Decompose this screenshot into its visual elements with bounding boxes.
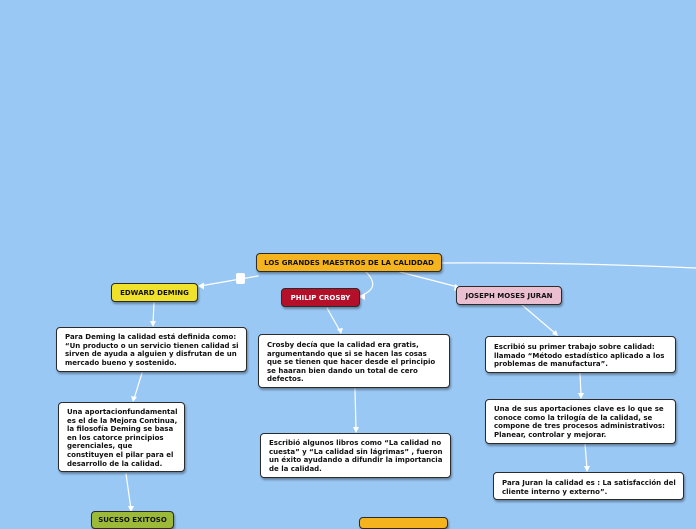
topic-edward-deming[interactable]: EDWARD DEMING bbox=[111, 283, 198, 302]
arrowhead-juran-note1 bbox=[552, 330, 558, 336]
link-root-juran bbox=[399, 271, 459, 288]
topic-joseph-moses-juran[interactable]: JOSEPH MOSES JURAN bbox=[456, 286, 562, 305]
deming-note-continuous-improvement[interactable]: Una aportacionfundamental es el de la Me… bbox=[58, 402, 185, 472]
link-root-offscreen bbox=[441, 262, 696, 269]
link-deming-success bbox=[125, 473, 132, 510]
link-root-deming bbox=[199, 275, 259, 287]
deming-note-definition[interactable]: Para Deming la calidad está definida com… bbox=[56, 327, 247, 372]
topic-suceso-exitoso-label: SUCESO EXITOSO bbox=[98, 516, 167, 524]
topic-edward-deming-label: EDWARD DEMING bbox=[120, 288, 189, 297]
juran-note-customer-satisfaction[interactable]: Para Juran la calidad es : La satisfacci… bbox=[493, 472, 684, 500]
link-juran-note1 bbox=[521, 304, 557, 335]
arrowhead-juran-note2 bbox=[578, 393, 584, 399]
crosby-note-quality-free[interactable]: Crosby decía que la calidad era gratis, … bbox=[258, 334, 450, 388]
offscreen-orange-topic[interactable] bbox=[359, 517, 448, 529]
arrowhead-deming bbox=[198, 282, 204, 290]
root-topic-label: LOS GRANDES MAESTROS DE LA CALIDDAD bbox=[264, 258, 434, 267]
link-root-crosby bbox=[359, 271, 374, 297]
topic-philip-crosby-label: PHILIP CROSBY bbox=[290, 293, 351, 302]
link-juran-note3 bbox=[584, 443, 588, 470]
link-juran-note2 bbox=[579, 372, 582, 397]
root-topic[interactable]: LOS GRANDES MAESTROS DE LA CALIDDAD bbox=[256, 253, 442, 272]
link-deming-note1 bbox=[152, 302, 155, 325]
topic-suceso-exitoso[interactable]: SUCESO EXITOSO bbox=[91, 511, 174, 529]
arrowhead-crosby-note1 bbox=[337, 328, 343, 334]
link-deming-note2 bbox=[133, 372, 143, 400]
arrowhead-juran-note3 bbox=[584, 466, 590, 472]
link-crosby-note1 bbox=[326, 307, 341, 332]
arrowhead-crosby-note2 bbox=[353, 427, 359, 433]
juran-note-first-work[interactable]: Escribió su primer trabajo sobre calidad… bbox=[485, 336, 676, 373]
arrowhead-deming-note2 bbox=[131, 396, 137, 402]
arrowhead-deming-note1 bbox=[150, 321, 156, 327]
juran-note-quality-trilogy[interactable]: Una de sus aportaciones clave es lo que … bbox=[485, 399, 676, 444]
topic-joseph-moses-juran-label: JOSEPH MOSES JURAN bbox=[465, 291, 553, 300]
drag-handle[interactable] bbox=[236, 273, 245, 284]
arrowhead-deming-success bbox=[128, 506, 134, 512]
topic-philip-crosby[interactable]: PHILIP CROSBY bbox=[281, 288, 360, 307]
arrowhead-crosby bbox=[359, 293, 365, 300]
link-crosby-note2 bbox=[354, 388, 357, 431]
crosby-note-books[interactable]: Escribió algunos libros como “La calidad… bbox=[260, 433, 451, 478]
